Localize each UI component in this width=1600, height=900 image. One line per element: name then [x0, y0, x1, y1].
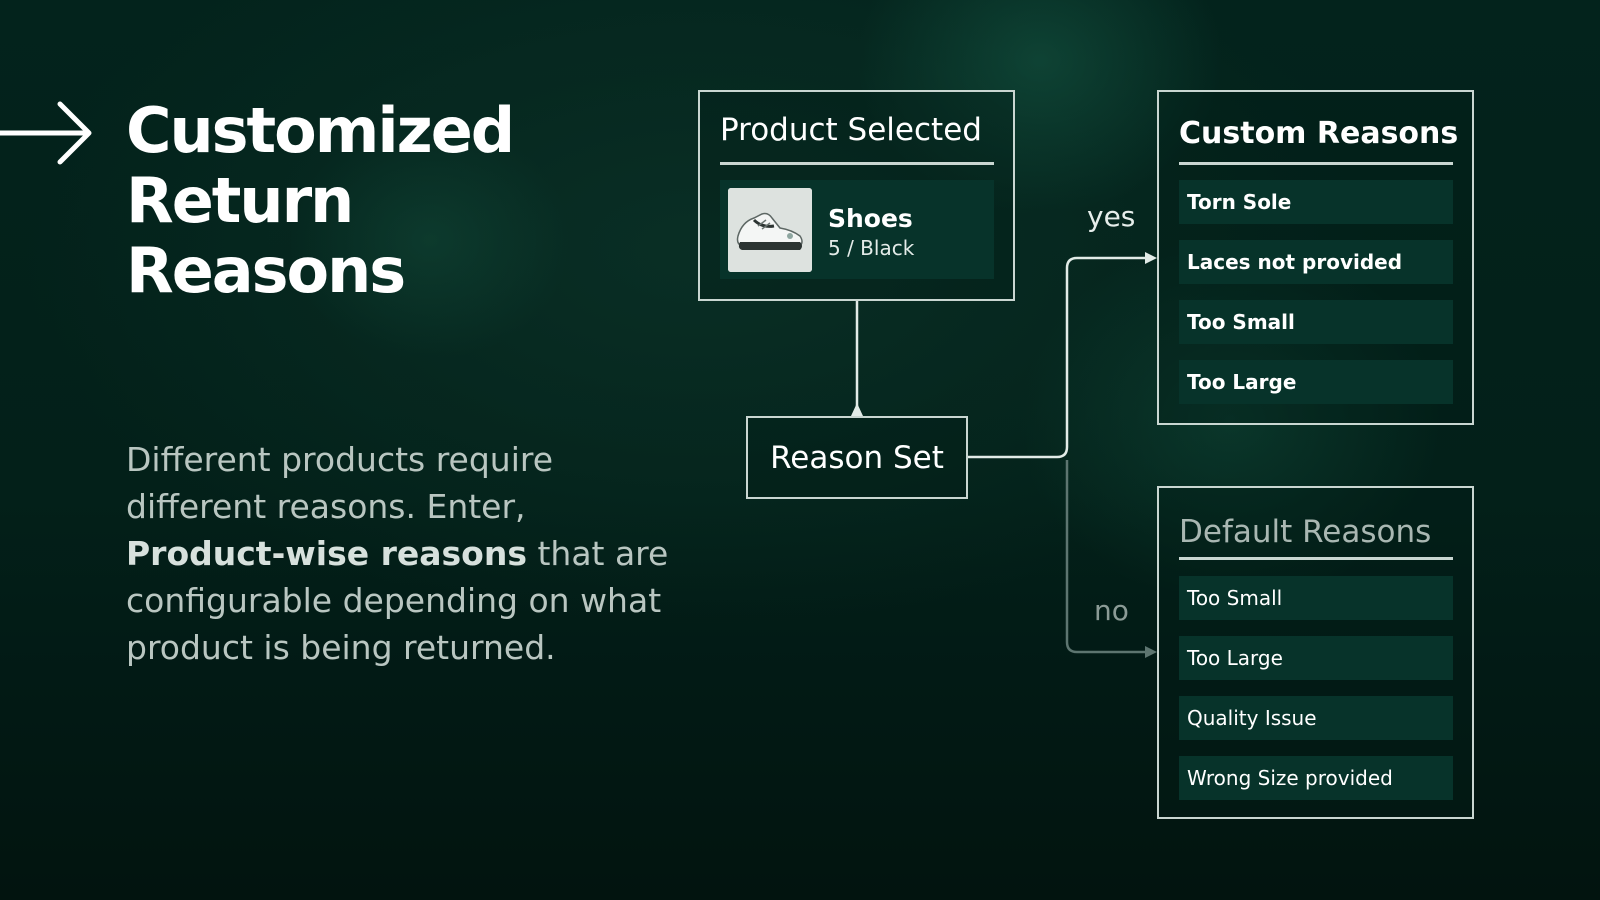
default-reasons-divider [1179, 557, 1453, 560]
description-highlight: Product-wise reasons [126, 534, 527, 573]
arrow-right-icon [0, 101, 92, 165]
product-variant: 5 / Black [828, 236, 915, 260]
default-reason-item: Too Small [1179, 576, 1453, 620]
custom-reasons-divider [1179, 162, 1453, 165]
custom-reason-item: Torn Sole [1179, 180, 1453, 224]
description-part-1: Different products require different rea… [126, 440, 554, 526]
reason-set-label: Reason Set [770, 440, 944, 476]
title-line-3: Reasons [126, 234, 406, 307]
product-selected-divider [720, 162, 994, 165]
custom-reasons-box: Custom Reasons Torn Sole Laces not provi… [1157, 90, 1474, 425]
default-reason-item: Wrong Size provided [1179, 756, 1453, 800]
connector-arrowhead-custom [1145, 252, 1157, 264]
custom-reason-item: Too Small [1179, 300, 1453, 344]
description-text: Different products require different rea… [126, 436, 686, 671]
default-reason-item: Quality Issue [1179, 696, 1453, 740]
default-reasons-box: Default Reasons Too Small Too Large Qual… [1157, 486, 1474, 819]
product-selected-box: Product Selected Shoes 5 / Black [698, 90, 1015, 301]
default-reasons-list: Too Small Too Large Quality Issue Wrong … [1179, 576, 1453, 816]
page-title: Customized Return Reasons [126, 94, 515, 307]
title-line-2: Return [126, 164, 354, 237]
product-name: Shoes [828, 204, 913, 233]
product-card: Shoes 5 / Black [720, 180, 994, 279]
default-reason-item: Too Large [1179, 636, 1453, 680]
connector-arrowhead-reason-set [851, 403, 863, 416]
custom-reason-item: Laces not provided [1179, 240, 1453, 284]
no-branch-label: no [1094, 594, 1129, 627]
yes-branch-label: yes [1087, 200, 1136, 233]
connector-arrowhead-default [1145, 646, 1157, 658]
custom-reasons-list: Torn Sole Laces not provided Too Small T… [1179, 180, 1453, 420]
default-reasons-title: Default Reasons [1179, 514, 1432, 550]
custom-reason-item: Too Large [1179, 360, 1453, 404]
description-part-2: that are configurable depending on what … [126, 534, 669, 667]
custom-reasons-title: Custom Reasons [1179, 116, 1459, 151]
product-selected-title: Product Selected [720, 112, 982, 148]
reason-set-box: Reason Set [746, 416, 968, 499]
title-line-1: Customized [126, 94, 515, 167]
shoe-icon [728, 188, 812, 272]
